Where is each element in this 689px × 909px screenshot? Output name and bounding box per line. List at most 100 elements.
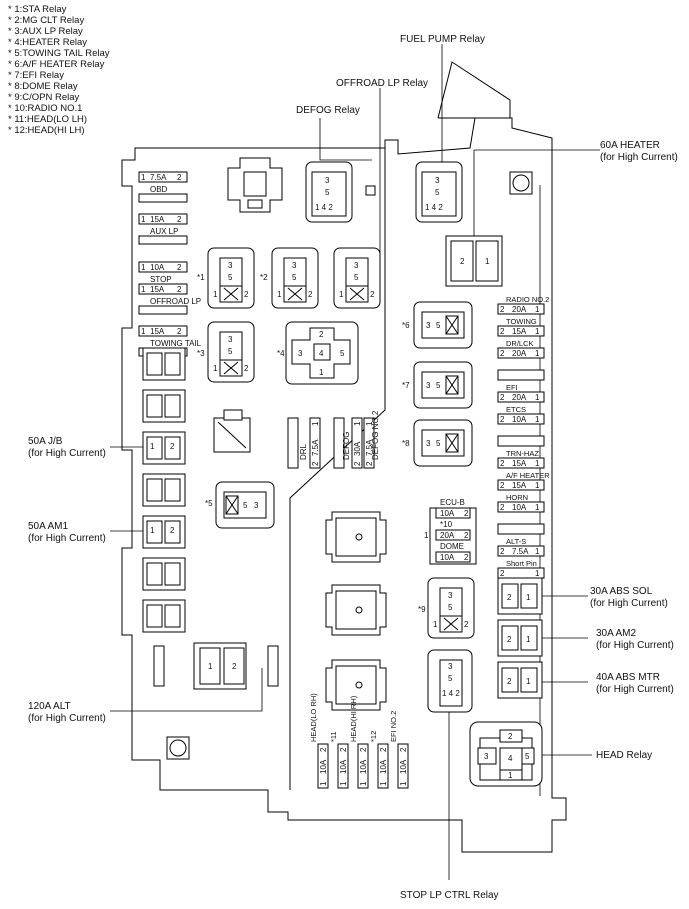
fuse-label: AUX LP (150, 227, 178, 236)
legend-item: * 10:RADIO NO.1 (8, 103, 83, 114)
fuse-body (497, 545, 545, 557)
cartridge-pin-1: 1 (526, 677, 531, 686)
fuse-amp: 15A (512, 481, 527, 490)
relay-pin-1: 1 (277, 290, 282, 299)
legend-item: * 11:HEAD(LO LH) (8, 114, 88, 125)
fuse-amp: 7.5A (150, 173, 167, 182)
cartridge-cell (501, 625, 519, 651)
radio-no1-pin: 2 (464, 531, 469, 540)
fuse-amp: 10A (512, 415, 527, 424)
fuse-body (138, 171, 188, 183)
fuse-pin-left: 2 (500, 547, 505, 556)
fuse-body (138, 261, 188, 273)
fuse-body (497, 391, 545, 403)
fuse-pin-left: 1 (141, 285, 146, 294)
relay-coil-mark (223, 287, 239, 301)
cartridge-cell (164, 478, 181, 502)
relay-pin-2: 2 (244, 290, 249, 299)
fuse-pin-bottom: 2 (353, 461, 362, 466)
fuse-pin-right: 2 (177, 327, 182, 336)
am2-30a-label: 30A AM2 (596, 628, 636, 639)
left-cartridge-0 (142, 347, 186, 381)
alt-pin-2: 2 (232, 662, 237, 671)
cartridge-pin-2: 2 (507, 593, 512, 602)
fuse-body (497, 303, 545, 315)
right-fuse-6 (497, 435, 545, 447)
relay-pin-3: 3 (292, 261, 297, 270)
fuse-pin-left: 2 (500, 569, 505, 578)
alt-pin-1: 1 (208, 662, 213, 671)
fuse-label: ALT-S (506, 537, 526, 546)
fuse-pin-top: 2 (359, 747, 368, 752)
relay-pin-142: 1 4 2 (315, 203, 333, 212)
relay-pin-5: 5 (436, 321, 441, 330)
fuse-amp: 10A (379, 759, 388, 774)
fuse-pin-top: 1 (365, 421, 374, 426)
relay-coil-mark (445, 315, 459, 335)
relay-tag: *2 (260, 273, 268, 282)
fuse-label: STOP (150, 275, 172, 284)
heater-60a-fuse: 2 1 (445, 235, 503, 287)
fuse-label: RADIO NO.2 (506, 295, 549, 304)
cartridge-pin-2: 2 (507, 677, 512, 686)
ecu-b-fuse-block: ECU-B 10A 2 *10 20A 2 1 DOME 10A 2 (424, 498, 477, 565)
fuse-body (497, 479, 545, 491)
relay-pin-1: 1 (319, 368, 324, 377)
fuse-amp: 10A (339, 759, 348, 774)
relay-core (313, 343, 331, 361)
fuse-pin-left: 2 (500, 415, 505, 424)
ecu-b-amp: 10A (440, 509, 455, 518)
relay-pin-3: 3 (426, 321, 431, 330)
component-mark (217, 421, 247, 449)
relay-body (421, 171, 457, 217)
jb-fuse-pin-2: 2 (170, 442, 175, 451)
abs-sol-30a-label: 30A ABS SOL (590, 586, 653, 597)
fuse-label: *11 (329, 731, 338, 742)
alt-120a-sublabel: (for High Current) (28, 713, 106, 724)
fuel-pump-relay-label: FUEL PUMP Relay (400, 34, 485, 45)
fuse-body (309, 417, 321, 469)
fuse-label: HORN (506, 493, 528, 502)
fuse-spare-slot (138, 193, 188, 203)
fuse-label: DRL (299, 443, 308, 460)
fuse-pin-right: 1 (535, 393, 540, 402)
left-cartridge-1 (142, 389, 186, 423)
relay-pin-2: 2 (319, 330, 324, 339)
fuse-label: DEFOG NO.2 (371, 410, 380, 460)
cartridge-cell (146, 520, 163, 544)
relay-legend: * 1:STA Relay* 2:MG CLT Relay* 3:AUX LP … (8, 4, 110, 136)
relay-tag: *4 (277, 349, 285, 358)
connector-inner (335, 517, 377, 557)
fuse-body (377, 743, 389, 789)
jb-50a-sublabel: (for High Current) (28, 448, 106, 459)
fuse-amp: 15A (150, 285, 165, 294)
fuse-body (497, 325, 545, 337)
fuse-body (138, 213, 188, 225)
left-cartridge-fuses (142, 347, 186, 633)
fuse-label: DEFOG (342, 432, 351, 460)
fuse-amp: 15A (512, 327, 527, 336)
cartridge-cell (146, 478, 163, 502)
fuse-label: HEAD(LO RH) (309, 693, 318, 742)
relay-coil-mark (225, 495, 239, 515)
fuse-label: DR/LCK (506, 339, 534, 348)
relay-tag: *3 (197, 349, 205, 358)
relay-pin-5: 5 (448, 603, 453, 612)
fuse-amp: 7.5A (512, 547, 529, 556)
jb-fuse-pin-1: 1 (150, 442, 155, 451)
fuse-amp: 10A (399, 759, 408, 774)
